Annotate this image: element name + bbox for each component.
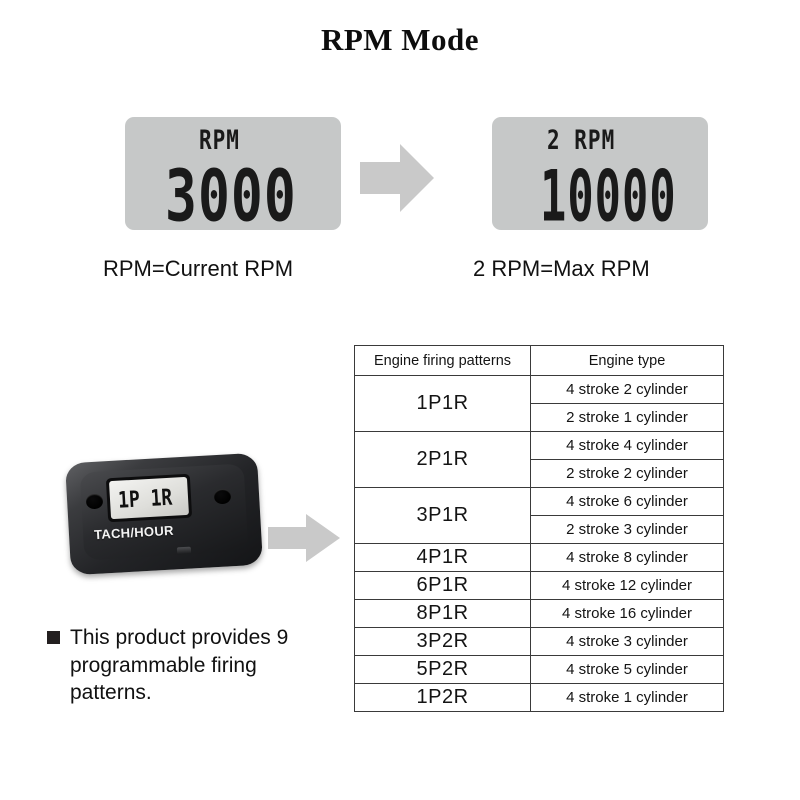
lcd-display-max-rpm: 2 RPM 10000 [492,117,708,237]
lcd-value-current-rpm: 3000 [165,155,297,238]
table-cell-firing-pattern: 3P1R [354,487,531,544]
table-cell-engine-type: 4 stroke 1 cylinder [530,683,724,712]
device-screen: 1P 1R [109,476,189,520]
table-header-engine-type: Engine type [530,345,724,376]
table-header-row: Engine firing patterns Engine type [354,345,724,376]
table-header-firing-patterns: Engine firing patterns [354,345,531,376]
table-cell-engine-type: 4 stroke 6 cylinder [530,487,724,516]
table-cell-firing-pattern: 8P1R [354,599,531,628]
table-cell-engine-type: 4 stroke 12 cylinder [530,571,724,600]
table-cell-engine-type: 4 stroke 5 cylinder [530,655,724,684]
table-cell-firing-pattern: 2P1R [354,431,531,488]
lcd-display-current-rpm: RPM 3000 [125,117,341,237]
table-cell-firing-pattern: 1P2R [354,683,531,712]
device-screen-text: 1P 1R [117,484,173,514]
tachometer-device-image: 1P 1R TACH/HOUR [65,452,263,580]
right-arrow-icon-device [268,514,340,562]
square-bullet-icon [47,631,60,644]
lcd-label-max-rpm: 2 RPM [547,125,616,155]
lcd-label-current-rpm: RPM [199,125,240,155]
table-cell-engine-type: 2 stroke 2 cylinder [530,459,724,488]
table-cell-engine-type: 4 stroke 16 cylinder [530,599,724,628]
table-cell-engine-type: 4 stroke 3 cylinder [530,627,724,656]
device-mode-button[interactable] [176,546,192,555]
table-cell-firing-pattern: 5P2R [354,655,531,684]
product-note-text: This product provides 9 programmable fir… [70,626,289,705]
product-note: This product provides 9 programmable fir… [47,624,342,707]
table-cell-firing-pattern: 3P2R [354,627,531,656]
right-arrow-icon-lcd [360,144,434,212]
table-row: 2 stroke 1 cylinder [355,403,724,432]
caption-current-rpm: RPM=Current RPM [103,256,294,281]
table-cell-engine-type: 2 stroke 1 cylinder [530,403,724,432]
table-cell-engine-type: 4 stroke 8 cylinder [530,543,724,572]
table-cell-firing-pattern: 1P1R [354,375,531,432]
page-title: RPM Mode [320,22,480,57]
table-cell-engine-type: 2 stroke 3 cylinder [530,515,724,544]
lcd-value-max-rpm: 10000 [540,155,677,238]
caption-max-rpm: 2 RPM=Max RPM [473,256,650,281]
table-cell-firing-pattern: 6P1R [354,571,531,600]
table-cell-engine-type: 4 stroke 4 cylinder [530,431,724,460]
table-cell-firing-pattern: 4P1R [354,543,531,572]
table-row: 2 stroke 2 cylinder [355,459,724,488]
table-cell-engine-type: 4 stroke 2 cylinder [530,375,724,404]
